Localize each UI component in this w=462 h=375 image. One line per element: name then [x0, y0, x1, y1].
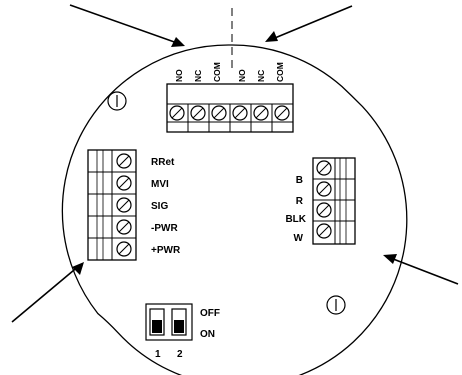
- terminal-screw: [316, 160, 332, 176]
- terminal-screw: [190, 105, 206, 121]
- pointer-arrow-right: [383, 254, 459, 285]
- mounting-hole-top-left: [107, 91, 127, 111]
- terminal-screw: [274, 105, 290, 121]
- terminal-label-w: W: [294, 233, 304, 244]
- dip-switch-number-1: 1: [155, 349, 161, 360]
- dip-switch-on-label: ON: [200, 329, 215, 340]
- dip-switch-off-label: OFF: [200, 308, 220, 319]
- pointer-arrow-top-right: [265, 5, 353, 42]
- terminal-screw: [116, 197, 132, 213]
- terminal-label-rret: RRet: [151, 157, 175, 168]
- dip-switch-number-2: 2: [177, 349, 183, 360]
- terminal-screw: [232, 105, 248, 121]
- terminal-screw: [116, 175, 132, 191]
- terminal-label-minus-pwr: -PWR: [151, 223, 178, 234]
- terminal-screw: [211, 105, 227, 121]
- terminal-screw: [316, 181, 332, 197]
- mounting-hole-bottom-right: [326, 295, 346, 315]
- signal-terminal-block: RRet MVI SIG -PWR +PWR: [87, 149, 181, 261]
- terminal-screw: [116, 153, 132, 169]
- terminal-label-com-2: COM: [275, 62, 285, 82]
- terminal-label-no-1: NO: [174, 69, 184, 82]
- dip-switch-1: [149, 308, 165, 336]
- terminal-label-com-1: COM: [212, 62, 222, 82]
- terminal-screw: [316, 202, 332, 218]
- terminal-screw: [116, 219, 132, 235]
- terminal-screw: [316, 223, 332, 239]
- pointer-arrow-left: [11, 262, 84, 323]
- terminal-label-b: B: [296, 175, 303, 186]
- dip-switch: OFF ON 1 2: [145, 303, 220, 360]
- relay-terminal-block: NO NC COM NO NC COM: [166, 62, 294, 133]
- terminal-label-blk: BLK: [285, 214, 306, 225]
- sensor-terminal-block: B R BLK W: [285, 157, 356, 245]
- terminal-label-nc-1: NC: [193, 70, 203, 82]
- dip-switch-2: [171, 308, 187, 336]
- terminal-screw: [169, 105, 185, 121]
- terminal-label-no-2: NO: [237, 69, 247, 82]
- terminal-label-mvi: MVI: [151, 179, 169, 190]
- terminal-label-sig: SIG: [151, 201, 168, 212]
- terminal-label-plus-pwr: +PWR: [151, 245, 181, 256]
- terminal-label-r: R: [296, 196, 304, 207]
- enclosure-outline: [61, 44, 408, 375]
- terminal-label-nc-2: NC: [256, 70, 266, 82]
- terminal-screw: [116, 241, 132, 257]
- pointer-arrow-top-left: [69, 4, 185, 47]
- terminal-screw: [253, 105, 269, 121]
